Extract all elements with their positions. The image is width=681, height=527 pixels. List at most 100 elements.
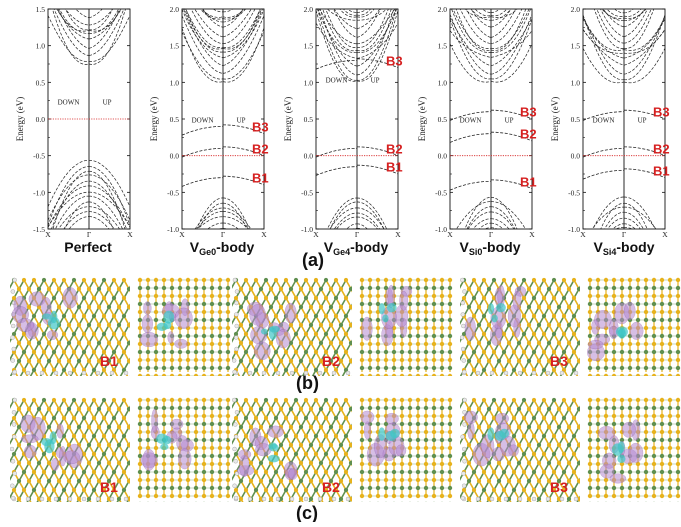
ytick-label: -0.5 bbox=[167, 188, 179, 197]
state-label-B2: B2 bbox=[653, 141, 670, 156]
atoms bbox=[137, 277, 231, 376]
atoms bbox=[232, 277, 352, 376]
spin-up-label: UP bbox=[638, 117, 647, 125]
title-main: V bbox=[324, 239, 334, 255]
xtick-label: Γ bbox=[221, 230, 226, 239]
subplot-title: Perfect bbox=[64, 239, 112, 255]
subplot-title: VGe0-body bbox=[190, 239, 255, 257]
spin-down-label: DOWN bbox=[593, 117, 615, 125]
title-suffix: -body bbox=[482, 239, 520, 255]
band-lines bbox=[48, 9, 130, 229]
ytick-label: 1.5 bbox=[36, 5, 46, 14]
ytick-label: 0.5 bbox=[170, 115, 180, 124]
state-label-B2: B2 bbox=[520, 127, 537, 142]
ytick-label: -0.5 bbox=[301, 188, 313, 197]
xtick-label: X bbox=[447, 230, 453, 239]
state-label-B1: B1 bbox=[520, 174, 537, 189]
title-main: V bbox=[594, 239, 604, 255]
ytick-label: -1.0 bbox=[301, 225, 313, 234]
ytick-label: 1.5 bbox=[438, 42, 448, 51]
ytick-label: 0.5 bbox=[36, 78, 46, 87]
ytick-label: 0.5 bbox=[571, 115, 581, 124]
state-label-B3: B3 bbox=[520, 105, 537, 120]
ytick-label: 1.5 bbox=[170, 42, 180, 51]
ytick-label: 2.0 bbox=[304, 5, 314, 14]
charge-density bbox=[464, 284, 527, 346]
state-label-B1: B1 bbox=[100, 479, 118, 495]
structure-top: B3 bbox=[460, 277, 580, 376]
state-label-B3: B3 bbox=[550, 353, 568, 369]
charge-density bbox=[463, 410, 519, 467]
charge-density bbox=[597, 419, 644, 484]
xtick-label: X bbox=[580, 230, 586, 239]
title-subscript: Ge0 bbox=[199, 247, 216, 257]
atoms bbox=[232, 397, 352, 502]
y-axis-label: Energy (eV) bbox=[550, 97, 560, 142]
ytick-label: -1.0 bbox=[568, 225, 580, 234]
ytick-label: -0.5 bbox=[435, 188, 447, 197]
ytick-label: -1.0 bbox=[33, 188, 45, 197]
panel-label-b: (b) bbox=[296, 373, 319, 393]
spin-down-label: DOWN bbox=[58, 98, 80, 106]
xtick-label: X bbox=[261, 230, 267, 239]
title-subscript: Ge4 bbox=[333, 247, 350, 257]
structure-top: B1 bbox=[10, 397, 130, 502]
ytick-label: 0.0 bbox=[571, 152, 581, 161]
xtick-label: X bbox=[662, 230, 668, 239]
title-main: V bbox=[190, 239, 200, 255]
charge-density bbox=[140, 408, 194, 471]
spin-up-label: UP bbox=[505, 117, 514, 125]
xtick-label: X bbox=[179, 230, 185, 239]
ytick-label: 1.5 bbox=[304, 42, 314, 51]
y-axis-label: Energy (eV) bbox=[15, 97, 25, 142]
structure-side bbox=[587, 397, 681, 502]
ytick-label: 1.0 bbox=[304, 78, 314, 87]
y-axis-label: Energy (eV) bbox=[283, 97, 293, 142]
y-axis-label: Energy (eV) bbox=[417, 97, 427, 142]
title-suffix: -body bbox=[350, 239, 388, 255]
ytick-label: -1.0 bbox=[435, 225, 447, 234]
ytick-label: 0.0 bbox=[170, 152, 180, 161]
state-label-B3: B3 bbox=[550, 479, 568, 495]
spin-down-label: DOWN bbox=[192, 117, 214, 125]
xtick-label: Γ bbox=[622, 230, 627, 239]
state-label-B2: B2 bbox=[386, 141, 403, 156]
ytick-label: -1.5 bbox=[33, 225, 45, 234]
title-main: Perfect bbox=[64, 239, 112, 255]
spin-up-label: UP bbox=[237, 117, 246, 125]
structure-top: B2 bbox=[232, 277, 352, 376]
xtick-label: X bbox=[127, 230, 133, 239]
charge-density bbox=[20, 414, 83, 471]
ytick-label: 2.0 bbox=[571, 5, 581, 14]
xtick-label: Γ bbox=[489, 230, 494, 239]
panel-label-a: (a) bbox=[302, 250, 324, 270]
state-label-B3: B3 bbox=[252, 119, 269, 134]
state-label-B2: B2 bbox=[322, 353, 340, 369]
subplot-title: VSi0-body bbox=[460, 239, 521, 257]
ytick-label: 1.0 bbox=[36, 42, 46, 51]
ytick-label: -0.5 bbox=[33, 152, 45, 161]
ytick-label: -1.0 bbox=[167, 225, 179, 234]
ytick-label: 0.0 bbox=[304, 152, 314, 161]
charge-density bbox=[247, 301, 297, 361]
ytick-label: 1.0 bbox=[438, 78, 448, 87]
title-subscript: Si0 bbox=[469, 247, 483, 257]
spin-down-label: DOWN bbox=[326, 76, 348, 84]
spin-down-label: DOWN bbox=[460, 117, 482, 125]
xtick-label: X bbox=[45, 230, 51, 239]
ytick-label: 1.0 bbox=[571, 78, 581, 87]
subplot-title: VGe4-body bbox=[324, 239, 389, 257]
xtick-label: X bbox=[395, 230, 401, 239]
state-label-B1: B1 bbox=[386, 160, 403, 175]
xtick-label: X bbox=[313, 230, 319, 239]
panel-label-c: (c) bbox=[296, 503, 318, 522]
band-lines bbox=[583, 9, 665, 229]
state-label-B1: B1 bbox=[252, 171, 269, 186]
ytick-label: 2.0 bbox=[438, 5, 448, 14]
